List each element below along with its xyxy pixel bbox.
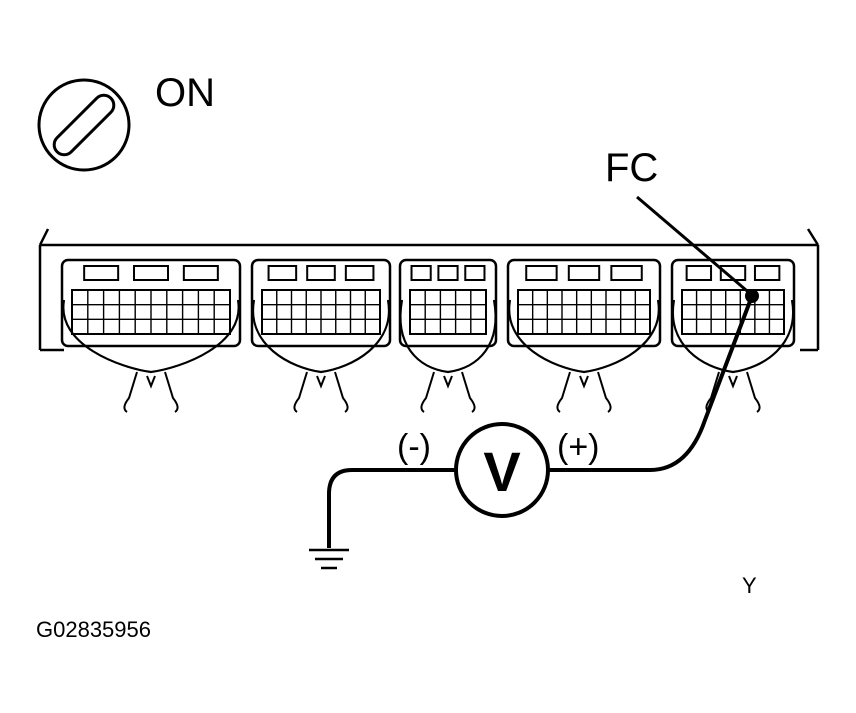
pin-grid bbox=[71, 289, 231, 335]
connector-group bbox=[60, 258, 796, 413]
connector-1 bbox=[60, 258, 242, 413]
ground-symbol-icon bbox=[309, 548, 349, 570]
pin-grid bbox=[409, 289, 487, 335]
connector-3 bbox=[398, 258, 498, 413]
wire-color-label: Y bbox=[742, 573, 757, 598]
connector-5 bbox=[670, 258, 796, 413]
ground-lead bbox=[327, 468, 456, 548]
ignition-state-label: ON bbox=[155, 71, 215, 115]
connector-4 bbox=[506, 258, 662, 413]
voltmeter-icon bbox=[454, 422, 550, 518]
probe-lead bbox=[548, 195, 759, 472]
ignition-key-icon bbox=[37, 78, 131, 172]
pin-grid bbox=[681, 289, 785, 335]
pin-grid bbox=[261, 289, 381, 335]
pin-grid bbox=[517, 289, 651, 335]
ecu-housing bbox=[38, 228, 820, 352]
positive-terminal-label: (+) bbox=[557, 428, 600, 466]
figure-id: G02835956 bbox=[36, 617, 151, 642]
terminal-label: FC bbox=[605, 146, 658, 190]
connector-2 bbox=[250, 258, 392, 413]
voltmeter-symbol: V bbox=[483, 440, 520, 503]
negative-terminal-label: (-) bbox=[397, 428, 431, 466]
